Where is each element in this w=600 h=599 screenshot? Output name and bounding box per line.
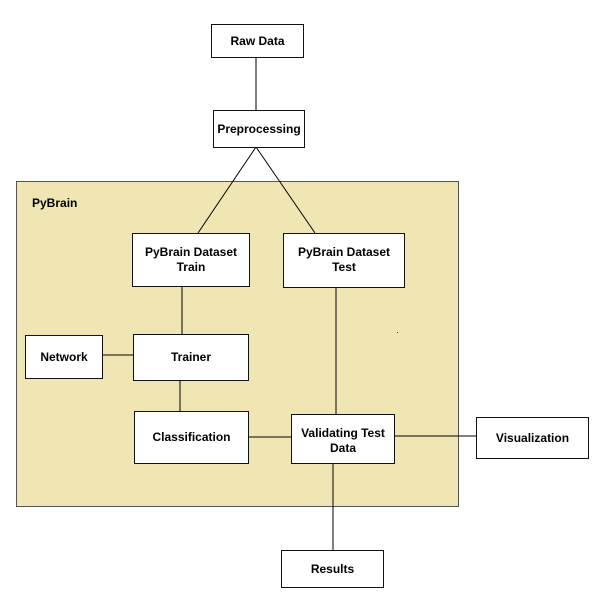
visualization-label: Visualization [495,430,570,445]
validating-label: Validating Test Data [301,426,385,455]
container-label: PyBrain [32,196,78,210]
validating-node[interactable]: Validating Test Data [291,414,395,464]
preprocessing-node[interactable]: Preprocessing [213,110,305,148]
trainer-label: Trainer [170,350,212,364]
trainer-node[interactable]: Trainer [133,334,249,381]
raw-data-label: Raw Data [230,33,285,48]
edge-preprocessing-train [197,146,257,234]
classification-node[interactable]: Classification [134,411,249,464]
classification-label: Classification [152,430,231,444]
stray-dot [397,332,398,333]
preprocessing-label: Preprocessing [217,121,301,136]
dataset-test-node[interactable]: PyBrain Dataset Test [283,233,405,288]
network-label: Network [40,349,88,364]
dataset-train-label: PyBrain Dataset Train [144,245,238,274]
dataset-train-node[interactable]: PyBrain Dataset Train [132,233,250,287]
results-label: Results [310,561,355,576]
network-node[interactable]: Network [25,335,103,379]
visualization-node[interactable]: Visualization [476,417,589,459]
results-node[interactable]: Results [281,550,384,588]
dataset-test-label: PyBrain Dataset Test [297,245,391,274]
raw-data-node[interactable]: Raw Data [211,24,304,58]
edge-preprocessing-test [255,146,316,234]
